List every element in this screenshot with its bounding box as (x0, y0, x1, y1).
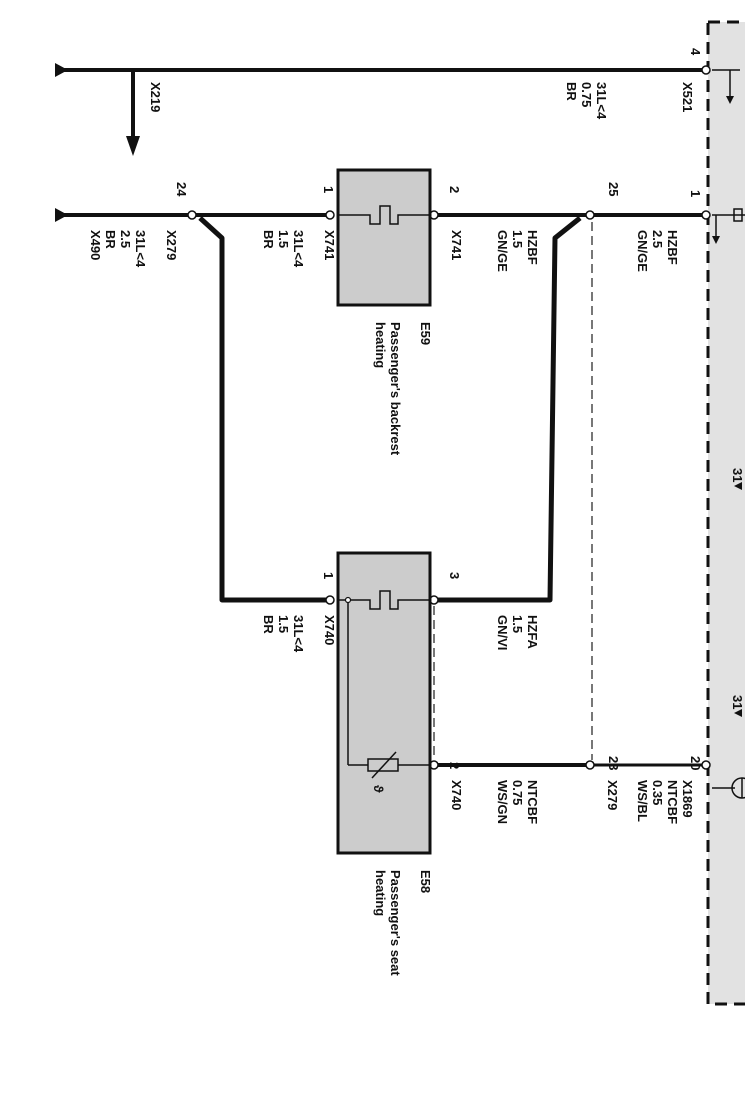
e59-name-line2: heating (373, 322, 388, 368)
x219-arrow-icon (126, 136, 140, 156)
e58-left-size: 1.5 (276, 615, 291, 633)
ntc-module-labels: 23 20 X1869 NTCBF 0.35 WS/BL X279 (605, 756, 703, 824)
splice-23-label: 23 (606, 756, 621, 770)
module-mid-label-b: 31 (730, 695, 745, 717)
heating-element-icon (366, 590, 402, 610)
e59-left-color: BR (261, 230, 276, 249)
wire-hzfa (438, 216, 582, 603)
e58-left-connector: X740 (322, 615, 337, 645)
e59-pin2-label: 2 (447, 186, 462, 193)
e58-ntc-circuit: NTCBF (525, 780, 540, 824)
e59-right-color: GN/GE (495, 230, 510, 272)
x490-label: X490 (88, 230, 103, 260)
x279-lower-label: X279 (605, 780, 620, 810)
module-ground-symbol (712, 777, 745, 799)
module-ground-arrow-top (712, 69, 740, 104)
module-mid-label-b-text: 31 (730, 695, 745, 709)
splice-23 (585, 760, 595, 770)
e58-internal-node (344, 596, 352, 604)
e59-right-connector: X741 (449, 230, 464, 260)
x279-label: X279 (164, 230, 179, 260)
heating-element-icon (366, 205, 402, 225)
terminal-arrow-top (55, 63, 68, 77)
x521-circuit: 31L<4 (594, 82, 609, 120)
module-pin-20-label: 20 (688, 756, 703, 770)
module-mid-label-a: 31 (730, 468, 745, 490)
x521-color: BR (564, 82, 579, 101)
ntc-diagonal-icon (371, 751, 397, 779)
x490-circuit: 31L<4 (133, 230, 148, 268)
e59-left-size: 1.5 (276, 230, 291, 248)
e59-right-circuit: HZBF (525, 230, 540, 265)
e58-pin2-label: 2 (447, 762, 462, 769)
module-pin-20 (701, 760, 711, 770)
x521-wire-labels: 4 X521 31L<4 0.75 BR (564, 48, 703, 120)
e58-left-color: BR (261, 615, 276, 634)
e58-name-line2: heating (373, 870, 388, 916)
e59-pin1-label: 1 (321, 186, 336, 193)
hzbf-color: GN/GE (635, 230, 650, 272)
e59-pin1-dot (325, 210, 335, 220)
x1869-label: X1869 (680, 780, 695, 818)
x1869-size: 0.35 (650, 780, 665, 805)
e59-name-line1: Passenger's backrest (388, 322, 403, 456)
x490-color: BR (103, 230, 118, 249)
splice-25-label: 25 (606, 182, 621, 196)
x521-label: X521 (680, 82, 695, 112)
e59-left-connector: X741 (322, 230, 337, 260)
module-mid-label-a-text: 31 (730, 468, 745, 482)
ntc-theta-symbol: ϑ (371, 785, 386, 793)
module-pin-1 (701, 210, 711, 220)
hzbf-size: 2.5 (650, 230, 665, 248)
e58-pin1-dot (325, 595, 335, 605)
e58-name-line1: Passenger's seat (388, 870, 403, 976)
module-ground-arrow-hzbf (712, 208, 745, 244)
hzbf-module-labels: 25 1 HZBF 2.5 GN/GE (606, 182, 703, 272)
e59-right-size: 1.5 (510, 230, 525, 248)
e58-heater-size: 1.5 (510, 615, 525, 633)
hzbf-circuit: HZBF (665, 230, 680, 265)
e58-ntc-size: 0.75 (510, 780, 525, 805)
terminal-arrow-x490 (55, 208, 68, 222)
module-pin-4-label: 4 (688, 48, 703, 56)
x1869-color: WS/BL (635, 780, 650, 822)
x279-pin-24-label: 24 (174, 182, 189, 197)
e59-left-circuit: 31L<4 (291, 230, 306, 268)
x1869-circuit: NTCBF (665, 780, 680, 824)
e58-left-circuit: 31L<4 (291, 615, 306, 653)
splice-25 (585, 210, 595, 220)
e59-labels: 1 2 X741 31L<4 1.5 BR HZBF 1.5 GN/GE X74… (261, 186, 540, 456)
e59-id: E59 (418, 322, 433, 345)
e58-ntc-connector: X740 (449, 780, 464, 810)
x521-size: 0.75 (579, 82, 594, 107)
module-pin-4 (701, 65, 711, 75)
x490-wire-labels: 24 X279 31L<4 2.5 BR X490 (88, 182, 189, 268)
x490-size: 2.5 (118, 230, 133, 248)
control-module (706, 20, 745, 1006)
e58-component-box (336, 551, 432, 855)
e58-ntc-color: WS/GN (495, 780, 510, 824)
wire-ground-e58 (198, 216, 326, 603)
e58-heater-color: GN/VI (495, 615, 510, 650)
e58-heater-circuit: HZFA (525, 615, 540, 650)
e58-id: E58 (418, 870, 433, 893)
module-pin-1-label: 1 (688, 190, 703, 197)
e59-component-box (336, 168, 432, 307)
splice-x279-24 (187, 210, 197, 220)
e58-pin3-label: 3 (447, 572, 462, 579)
e58-pin1-label: 1 (321, 572, 336, 579)
e58-labels: 1 3 2 X740 31L<4 1.5 BR HZFA 1.5 GN/VI N… (261, 572, 540, 976)
x219-label: X219 (148, 82, 163, 112)
